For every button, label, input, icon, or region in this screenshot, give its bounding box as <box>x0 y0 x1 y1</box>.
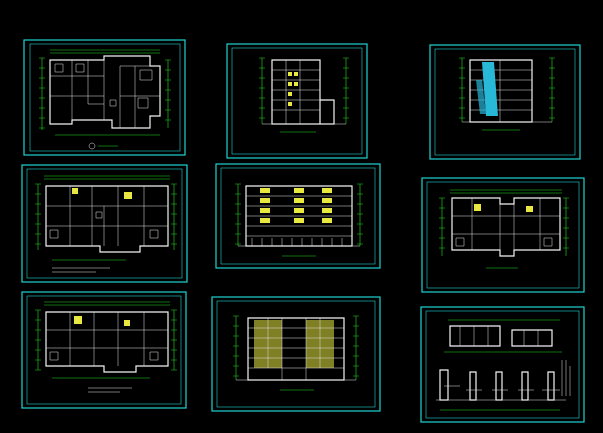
sheet-side-elevation-1[interactable] <box>226 43 368 159</box>
sheet-front-elevation-1[interactable] <box>215 163 381 269</box>
sheet-details[interactable] <box>420 306 585 423</box>
dimension-ticks <box>35 57 569 377</box>
sheet-side-elevation-2[interactable] <box>429 44 581 160</box>
sheet-floor-plan-3[interactable] <box>21 291 187 409</box>
sheet-floor-plan-1[interactable] <box>21 164 188 283</box>
sheet-floor-plan-2[interactable] <box>421 177 585 293</box>
sheet-site-plan[interactable] <box>23 39 186 156</box>
sheet-front-elevation-2[interactable] <box>211 296 381 412</box>
